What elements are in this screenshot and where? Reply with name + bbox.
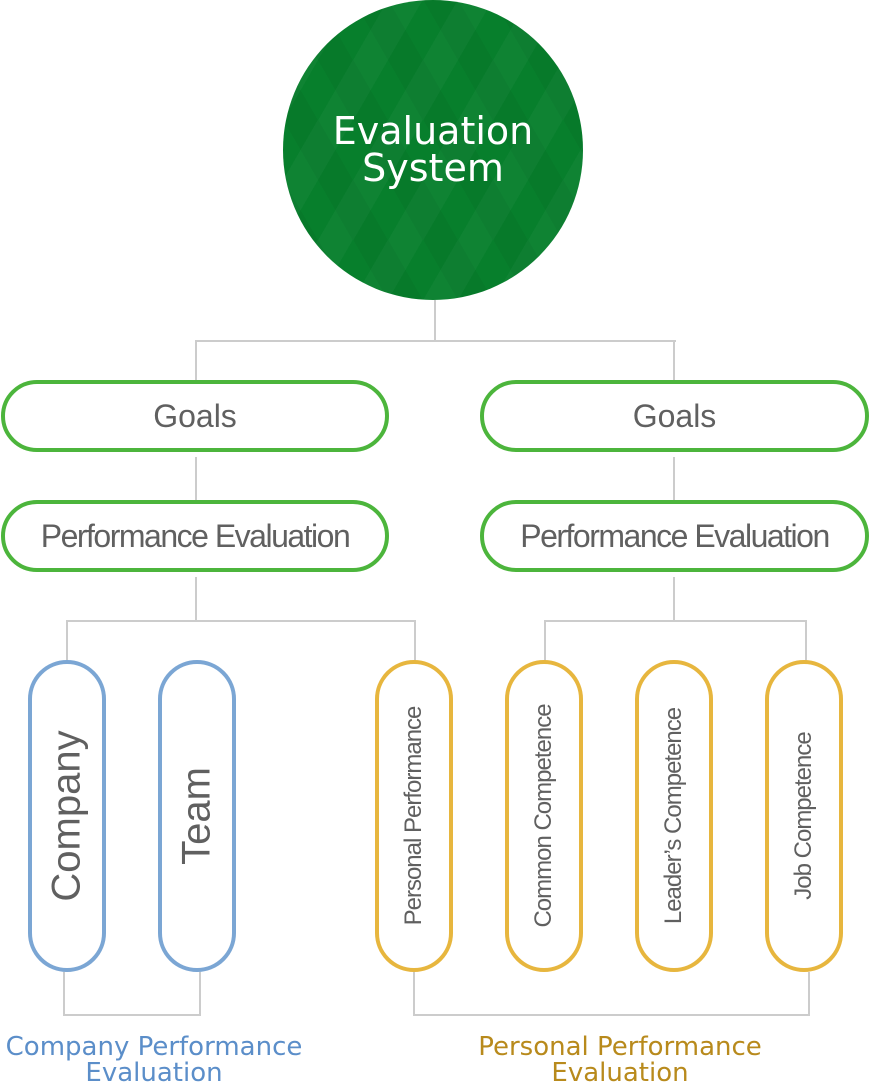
job-competence-node: Job Competence (765, 660, 843, 972)
connector-job-bottom (808, 972, 810, 1015)
goals-node-right: Goals (480, 380, 869, 452)
connector-root-horizontal (195, 340, 676, 342)
connector-right-down (673, 340, 675, 382)
connector-left-goals-eval (195, 457, 197, 502)
connector-personal-perf-up (414, 620, 416, 662)
company-label-line1: Company Performance (5, 1032, 303, 1062)
connector-root-down (434, 300, 436, 341)
common-competence-node: Common Competence (505, 660, 583, 972)
goals-label: Goals (153, 397, 237, 434)
connector-right-horizontal (544, 620, 807, 622)
team-label: Team (174, 767, 219, 865)
personal-performance-label: Personal Performance (400, 706, 427, 926)
performance-evaluation-node-right: Performance Evaluation (480, 500, 869, 572)
personal-performance-node: Personal Performance (375, 660, 453, 972)
team-node: Team (158, 660, 236, 972)
connector-common-up (544, 620, 546, 662)
connector-company-bottom (63, 972, 65, 1015)
common-competence-label: Common Competence (530, 704, 557, 928)
goals-label: Goals (632, 397, 717, 434)
company-label: Company (44, 730, 89, 902)
connector-left-down (195, 340, 197, 382)
performance-evaluation-label: Performance Evaluation (520, 517, 830, 554)
leaders-competence-label: Leader’s Competence (660, 707, 687, 925)
connector-left-eval-down (195, 577, 197, 622)
connector-right-goals-eval (673, 457, 675, 502)
root-title: Evaluation System (332, 109, 534, 190)
root-title-line2: System (362, 146, 504, 190)
personal-label-line2: Evaluation (551, 1058, 689, 1088)
connector-company-up (66, 620, 68, 662)
connector-job-up (805, 620, 807, 662)
connector-left-horizontal (66, 620, 416, 622)
performance-evaluation-node-left: Performance Evaluation (1, 500, 389, 572)
goals-node-left: Goals (1, 380, 389, 452)
leaders-competence-node: Leader’s Competence (635, 660, 713, 972)
root-node-evaluation-system: Evaluation System (283, 0, 583, 300)
connector-personal-bottom (413, 972, 415, 1015)
root-title-line1: Evaluation (332, 109, 534, 153)
connector-company-group-horizontal (63, 1014, 201, 1016)
connector-right-eval-down (673, 577, 675, 622)
connector-team-bottom (199, 972, 201, 1015)
company-label-line2: Evaluation (85, 1058, 223, 1088)
company-performance-evaluation-label: Company Performance Evaluation (0, 1034, 308, 1086)
connector-personal-group-horizontal (413, 1014, 810, 1016)
personal-performance-evaluation-label: Personal Performance Evaluation (466, 1034, 774, 1086)
job-competence-label: Job Competence (790, 732, 817, 900)
performance-evaluation-label: Performance Evaluation (40, 517, 351, 554)
company-node: Company (28, 660, 106, 972)
personal-label-line1: Personal Performance (478, 1032, 762, 1062)
